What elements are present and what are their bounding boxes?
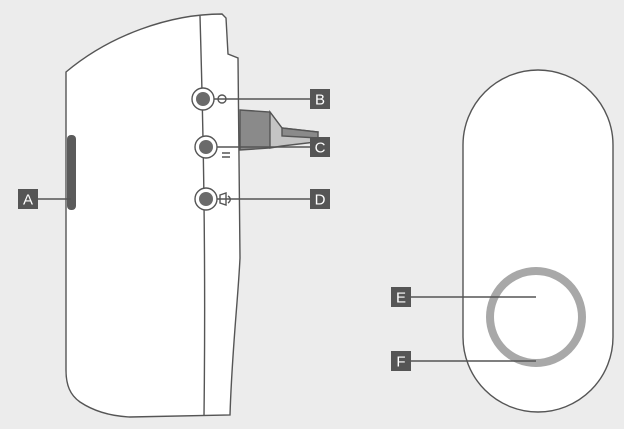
callout-d: D (310, 189, 330, 209)
callout-b: B (310, 89, 330, 109)
side-slot (67, 135, 76, 210)
button-b (191, 87, 227, 111)
leader-lines (38, 98, 536, 362)
power-plug (239, 109, 319, 151)
callout-e-text: E (396, 290, 406, 307)
push-button-front-view (462, 69, 614, 413)
callout-a: A (18, 189, 38, 209)
callout-c-text: C (315, 140, 326, 157)
callout-c: C (310, 137, 330, 157)
callout-b-text: B (315, 92, 325, 109)
equals-symbol-icon (222, 152, 230, 158)
callout-labels: A B C D E F (18, 89, 411, 371)
receiver-unit-side-view (65, 13, 319, 418)
callout-f: F (391, 351, 411, 371)
callout-d-text: D (315, 192, 326, 209)
button-d (194, 187, 231, 211)
callout-a-text: A (23, 192, 33, 209)
button-press-area (494, 275, 578, 359)
callout-f-text: F (396, 354, 405, 371)
callout-e: E (391, 287, 411, 307)
receiver-body (65, 13, 241, 418)
